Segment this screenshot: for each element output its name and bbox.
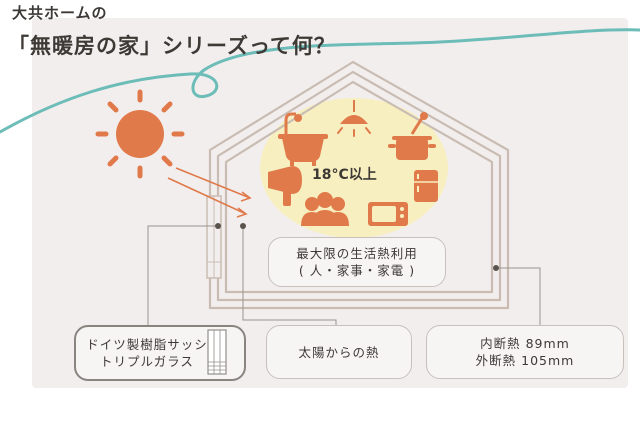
leader-line-sash bbox=[147, 225, 218, 326]
people-icon bbox=[301, 192, 349, 226]
triple-glass-window-icon bbox=[207, 329, 227, 375]
heat-use-line2: ( 人・家事・家電 ) bbox=[298, 263, 416, 278]
leader-dot-sash bbox=[215, 223, 221, 229]
insulation-box: 内断熱 89mm 外断熱 105mm bbox=[426, 325, 624, 379]
insulation-line2: 外断熱 105mm bbox=[475, 353, 575, 368]
refrigerator-icon bbox=[414, 170, 438, 202]
ceiling-light-icon bbox=[337, 100, 371, 137]
temperature-label: 18°C以上 bbox=[312, 167, 377, 183]
leader-line-solar bbox=[242, 226, 337, 326]
cooking-pot-icon bbox=[388, 112, 436, 160]
house-outline-outer bbox=[208, 60, 510, 310]
sash-line2: トリプルガラス bbox=[100, 354, 194, 369]
sash-line1: ドイツ製樹脂サッシ bbox=[86, 337, 208, 352]
window-icon bbox=[206, 195, 222, 279]
heat-use-box: 最大限の生活熱利用 ( 人・家事・家電 ) bbox=[268, 237, 446, 287]
bathtub-icon bbox=[278, 112, 328, 166]
leader-dot-insulation bbox=[493, 265, 499, 271]
sash-info-box: ドイツ製樹脂サッシ トリプルガラス bbox=[74, 325, 246, 381]
microwave-icon bbox=[368, 202, 408, 226]
solar-heat-box: 太陽からの熱 bbox=[266, 325, 412, 379]
header-subtitle: 大共ホームの bbox=[12, 4, 108, 22]
house-outline-inner bbox=[224, 80, 494, 294]
leader-line-insulation bbox=[496, 267, 541, 326]
sun-icon bbox=[95, 89, 185, 179]
solar-heat-label: 太陽からの熱 bbox=[298, 344, 380, 360]
solar-heat-arrows bbox=[167, 167, 252, 218]
decorative-wave bbox=[0, 28, 640, 134]
hair-dryer-icon bbox=[268, 166, 302, 206]
page-title: 「無暖房の家」シリーズって何？ bbox=[8, 34, 336, 58]
leader-dot-solar bbox=[240, 223, 246, 229]
insulation-line1: 内断熱 89mm bbox=[480, 336, 570, 351]
heat-use-line1: 最大限の生活熱利用 bbox=[296, 246, 418, 261]
